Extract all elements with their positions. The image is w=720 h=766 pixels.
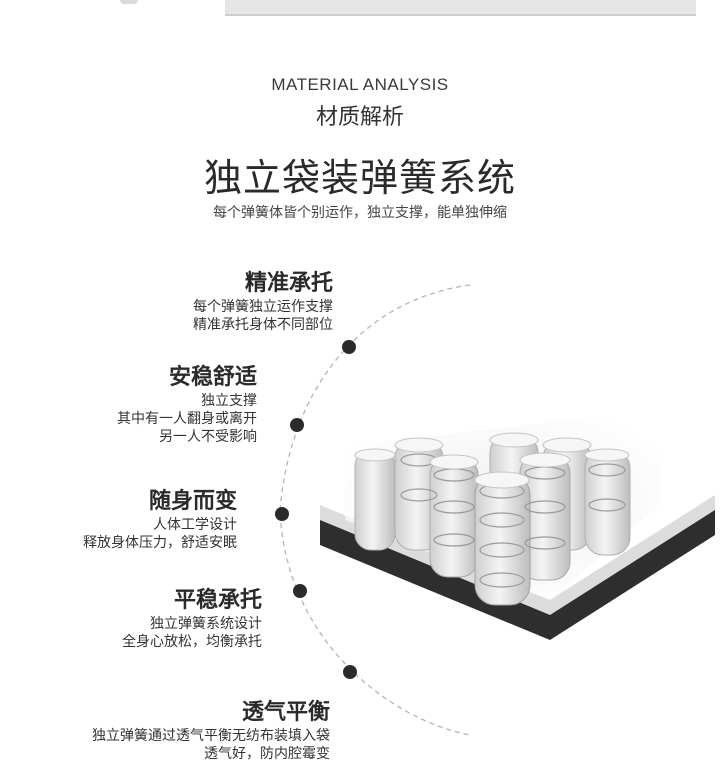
top-decor-blob [120,0,138,4]
feature-adaptive-body: 随身而变 人体工学设计 释放身体压力，舒适安眠 [83,488,237,552]
main-subtitle: 每个弹簧体皆个别运作，独立支撑，能单独伸缩 [213,205,507,221]
feature-dot [293,584,307,598]
feature-dot [275,507,289,521]
feature-stable-comfort: 安稳舒适 独立支撑 其中有一人翻身或离开 另一人不受影响 [117,364,257,446]
section-cn-title: 材质解析 [315,105,404,130]
feature-desc-line: 独立支撑 [201,393,257,409]
feature-desc-line: 另一人不受影响 [159,429,257,445]
feature-title: 安稳舒适 [168,365,257,390]
feature-balanced-support: 平稳承托 独立弹簧系统设计 全身心放松，均衡承托 [122,587,262,651]
feature-desc-line: 独立弹簧系统设计 [150,616,262,632]
feature-title: 透气平衡 [241,700,330,725]
mattress-icon [320,415,715,640]
feature-title: 平稳承托 [173,588,262,613]
feature-desc-line: 独立弹簧通过透气平衡无纺布装填入袋 [92,728,330,744]
feature-desc-line: 释放身体压力，舒适安眠 [83,535,237,551]
feature-title: 精准承托 [244,271,333,296]
top-image-strip [225,0,696,16]
feature-dot [342,340,356,354]
feature-desc-line: 人体工学设计 [153,517,237,533]
feature-desc-line: 全身心放松，均衡承托 [122,634,262,650]
feature-dot [343,665,357,679]
feature-dot [290,418,304,432]
feature-desc-line: 透气好，防内腔霉变 [204,746,330,762]
feature-title: 随身而变 [148,489,237,514]
feature-precise-support: 精准承托 每个弹簧独立运作支撑 精准承托身体不同部位 [193,270,333,334]
feature-desc-line: 精准承托身体不同部位 [193,317,333,333]
main-title: 独立袋装弹簧系统 [203,156,516,200]
feature-desc-line: 其中有一人翻身或离开 [117,411,257,427]
feature-desc-line: 每个弹簧独立运作支撑 [193,299,333,315]
feature-breathable: 透气平衡 独立弹簧通过透气平衡无纺布装填入袋 透气好，防内腔霉变 [92,699,330,763]
section-en-title: MATERIAL ANALYSIS [271,75,449,94]
